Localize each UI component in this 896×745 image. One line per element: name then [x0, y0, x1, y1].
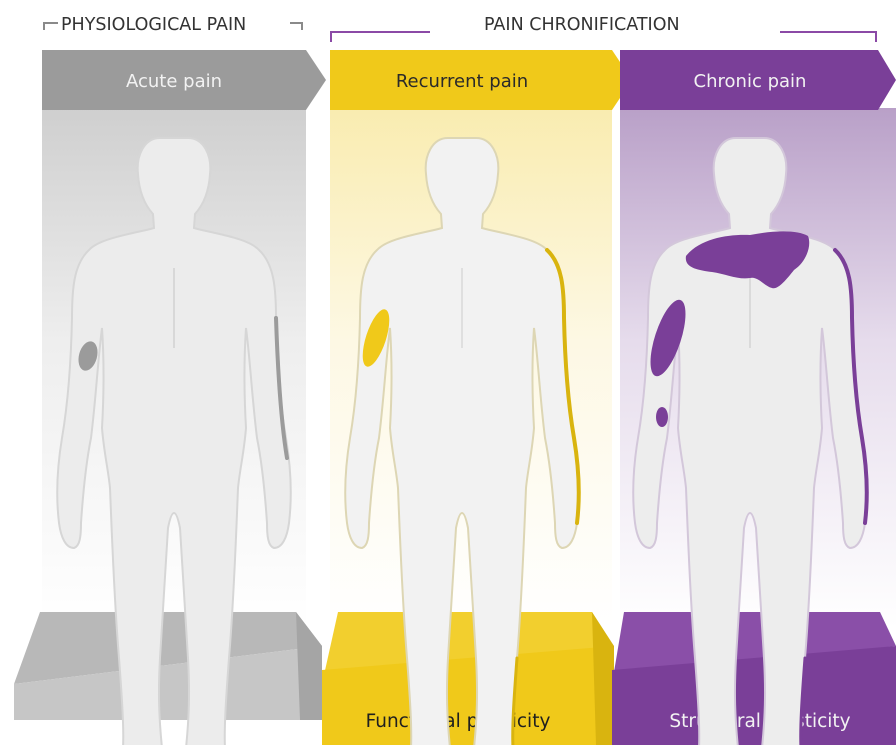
chronic-pain-label: Chronic pain: [694, 71, 807, 92]
chronic-elbow-pain-area: [656, 407, 668, 427]
functional-plasticity-label: Functional plasticity: [366, 711, 551, 732]
acute-pedestal: [14, 612, 322, 720]
structural-plasticity-label: Structural plasticity: [669, 711, 850, 732]
acute-pain-label: Acute pain: [126, 71, 222, 92]
recurrent-pain-label: Recurrent pain: [396, 71, 528, 92]
physiological-pain-heading: PHYSIOLOGICAL PAIN: [61, 15, 246, 35]
pain-chronification-heading: PAIN CHRONIFICATION: [484, 15, 680, 35]
